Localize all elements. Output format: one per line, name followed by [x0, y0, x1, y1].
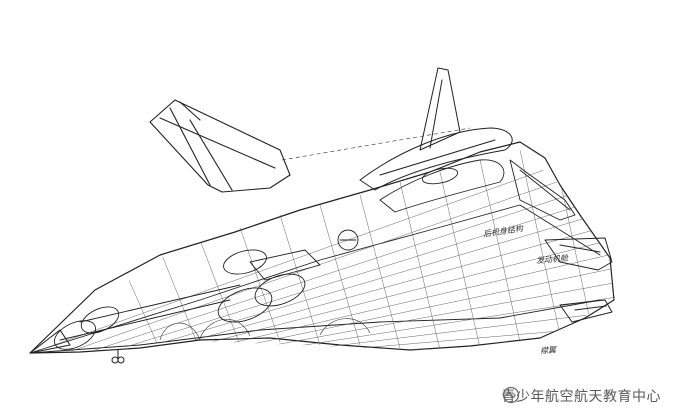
nose-landing-gear [111, 349, 125, 364]
cockpit-section [337, 159, 505, 251]
annotation-note-3: 襟翼 [539, 345, 557, 356]
wechat-channel-icon [502, 386, 519, 404]
trailing-edge-flap [559, 299, 613, 323]
nose-cone [29, 329, 71, 354]
spine-line [29, 204, 601, 354]
explode-guide-line [281, 127, 471, 161]
dorsal-hump [359, 127, 513, 191]
watermark-text: 青少年航空航天教育中心 [501, 389, 661, 405]
fuselage-outline [29, 141, 615, 354]
vertical-tail [419, 67, 461, 151]
engine-ducts [53, 249, 321, 350]
aft-section [509, 159, 576, 221]
horizontal-stabilator [544, 237, 613, 271]
bulkhead-arches [159, 318, 371, 341]
exploded-wing-panel [149, 99, 291, 193]
lower-edge [29, 299, 601, 354]
watermark: 青少年航空航天教育中心 [502, 386, 662, 406]
